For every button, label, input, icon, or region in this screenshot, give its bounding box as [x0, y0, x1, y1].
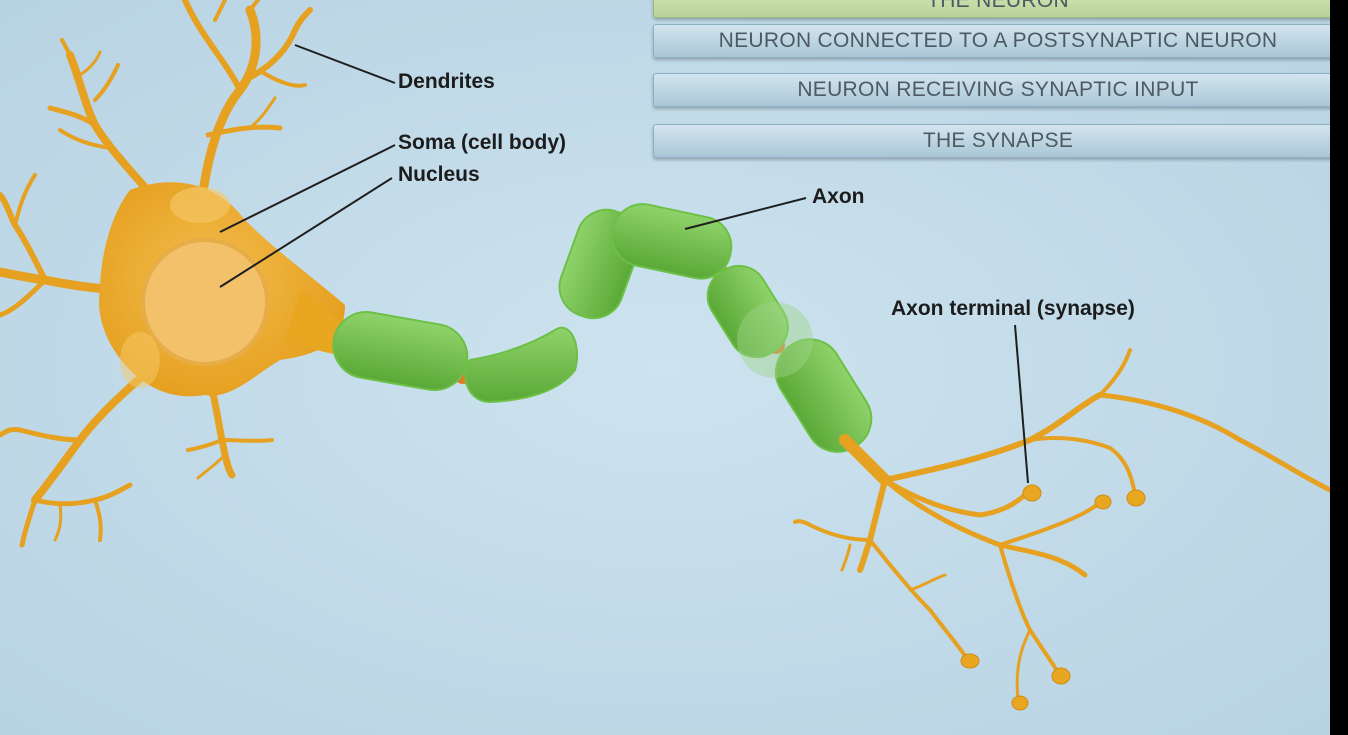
axon-hillock [285, 290, 345, 355]
label-axon: Axon [812, 185, 865, 208]
leader-lines [219, 44, 1029, 484]
soma-highlight-2 [120, 332, 160, 388]
menu-button-postsynaptic-neuron[interactable]: NEURON CONNECTED TO A POSTSYNAPTIC NEURO… [653, 24, 1330, 58]
label-soma: Soma (cell body) [398, 131, 567, 154]
myelin-sheaths [332, 203, 873, 453]
label-axon-terminal: Axon terminal (synapse) [891, 297, 1135, 320]
synaptic-boutons [960, 484, 1146, 711]
window-edge [1330, 0, 1348, 735]
menu-button-the-synapse[interactable]: THE SYNAPSE [653, 124, 1330, 158]
dendrites [0, 0, 313, 548]
label-nucleus: Nucleus [398, 163, 480, 186]
menu-button-synaptic-input[interactable]: NEURON RECEIVING SYNAPTIC INPUT [653, 73, 1330, 107]
soma-highlight [170, 187, 230, 223]
nucleus-shape [141, 238, 269, 366]
axon-highlight [737, 302, 813, 378]
label-dendrites: Dendrites [398, 70, 495, 93]
menu-button-the-neuron[interactable]: THE NEURON [653, 0, 1330, 18]
